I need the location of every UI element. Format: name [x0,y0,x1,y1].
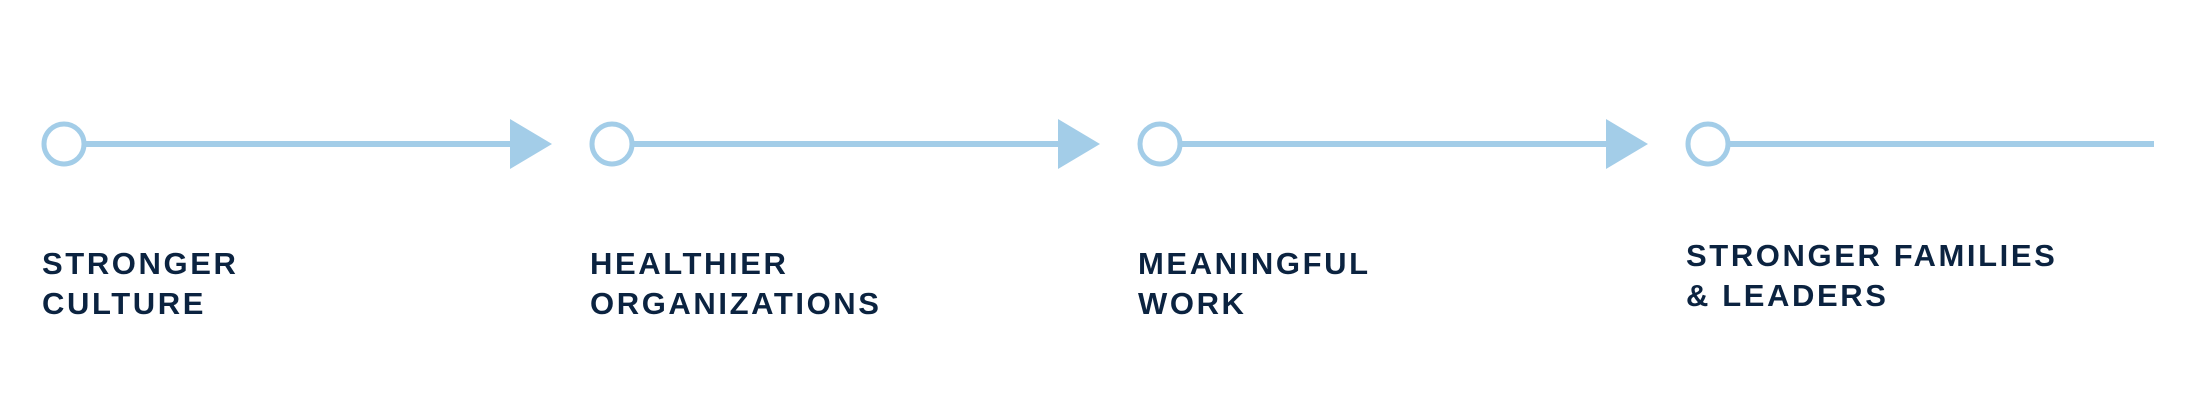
step-4-label-line-2: & LEADERS [1686,278,1889,313]
step-4-label: STRONGER FAMILIES & LEADERS [1686,236,2057,316]
step-3-node-circle [1137,121,1183,167]
step-2-node-circle [589,121,635,167]
step-3-label: MEANINGFUL WORK [1138,244,1371,324]
step-1-connector [41,119,552,169]
step-3-label-line-2: WORK [1138,286,1247,321]
step-4-node-circle [1685,121,1731,167]
step-3-connector [1137,119,1648,169]
step-4-label-line-1: STRONGER FAMILIES [1686,238,2058,273]
step-1-label-line-2: CULTURE [42,286,206,321]
step-1-label: STRONGER CULTURE [42,244,238,324]
step-2-connector [589,119,1100,169]
step-4-connector [1685,121,2154,167]
step-1-label-line-1: STRONGER [42,246,239,281]
step-2-arrowhead [1058,119,1100,169]
step-2-label-line-2: ORGANIZATIONS [590,286,882,321]
step-2-label: HEALTHIER ORGANIZATIONS [590,244,882,324]
step-1-node-circle [41,121,87,167]
step-2-label-line-1: HEALTHIER [590,246,789,281]
step-1-arrowhead [510,119,552,169]
step-3-label-line-1: MEANINGFUL [1138,246,1371,281]
step-3-arrowhead [1606,119,1648,169]
